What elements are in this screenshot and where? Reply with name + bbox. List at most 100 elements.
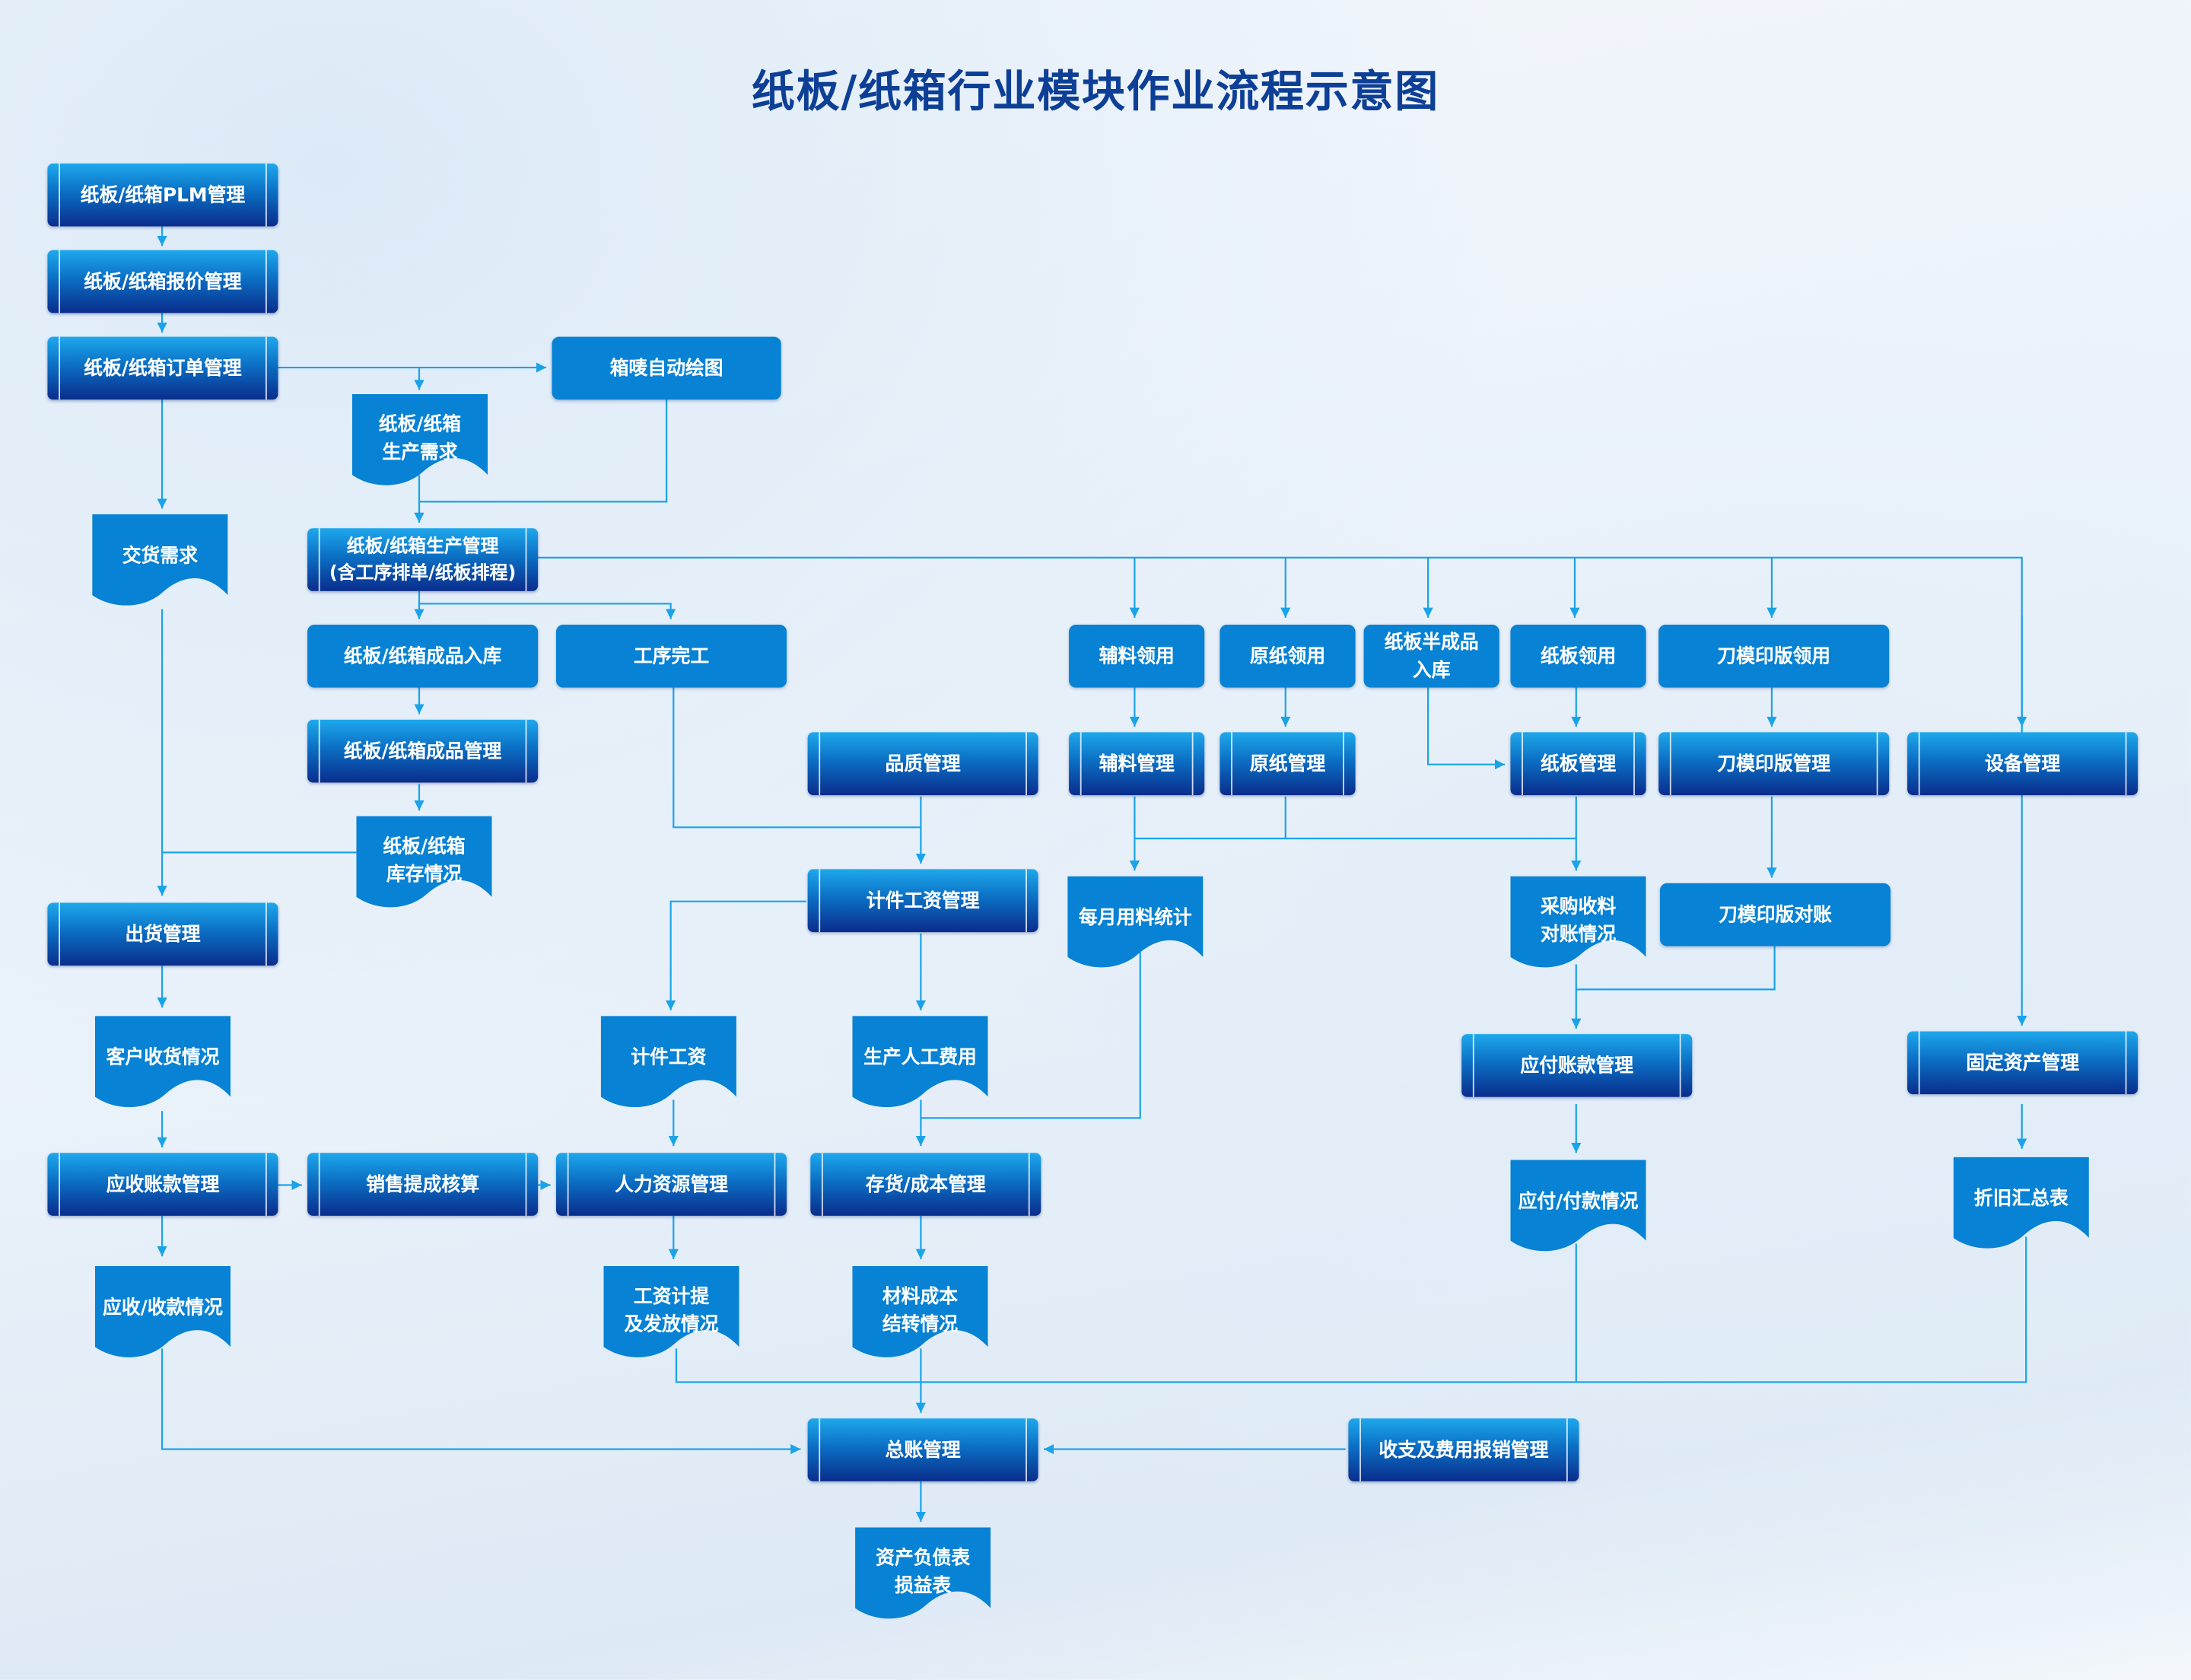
doc-purchase-reconciliation[interactable]: 采购收料对账情况: [1510, 876, 1646, 972]
node-semi-finished-inbound[interactable]: 纸板半成品入库: [1363, 625, 1499, 688]
doc-label-line2: 对账情况: [1540, 924, 1617, 947]
node-finished-goods-management[interactable]: 纸板/纸箱成品管理: [307, 719, 539, 783]
node-fixed-assets[interactable]: 固定资产管理: [1907, 1031, 2139, 1095]
node-label-line1: 纸板/纸箱生产管理: [346, 536, 499, 557]
document-shape-icon: [92, 514, 228, 606]
doc-financial-statements[interactable]: 资产负债表损益表: [855, 1527, 991, 1623]
node-accounts-payable[interactable]: 应付账款管理: [1461, 1034, 1693, 1097]
document-shape-icon: [351, 393, 488, 485]
doc-payable-status[interactable]: 应付/付款情况: [1510, 1160, 1646, 1255]
document-shape-icon: [94, 1016, 231, 1108]
node-quote-management[interactable]: 纸板/纸箱报价管理: [47, 250, 278, 313]
doc-monthly-material-stats[interactable]: 每月用料统计: [1067, 876, 1204, 972]
node-label: 刀模印版对账: [1719, 903, 1832, 926]
node-label: 刀模印版领用: [1717, 644, 1831, 668]
node-sales-commission[interactable]: 销售提成核算: [307, 1153, 539, 1216]
node-label: 计件工资管理: [866, 889, 980, 912]
document-shape-icon: [1953, 1157, 2089, 1249]
document-shape-icon: [852, 1266, 988, 1357]
document-shape-icon: [855, 1527, 991, 1619]
node-hr-management[interactable]: 人力资源管理: [556, 1153, 787, 1216]
node-label: 箱唛自动绘图: [609, 357, 723, 380]
node-label: 纸板/纸箱PLM管理: [80, 183, 246, 206]
node-finished-goods-inbound[interactable]: 纸板/纸箱成品入库: [307, 625, 539, 688]
doc-production-demand[interactable]: 纸板/纸箱生产需求: [351, 393, 488, 489]
node-general-ledger[interactable]: 总账管理: [807, 1418, 1038, 1481]
node-label: 应付账款管理: [1520, 1054, 1634, 1077]
doc-wage-accrual[interactable]: 工资计提及发放情况: [603, 1266, 739, 1361]
node-board-management[interactable]: 纸板管理: [1510, 732, 1646, 796]
node-die-plate-reconciliation[interactable]: 刀模印版对账: [1659, 883, 1891, 947]
document-shape-icon: [1510, 876, 1646, 968]
doc-label-line2: 生产需求: [382, 441, 458, 464]
node-expense-management[interactable]: 收支及费用报销管理: [1348, 1418, 1579, 1481]
doc-piece-wage[interactable]: 计件工资: [600, 1016, 736, 1111]
node-label-line1: 纸板半成品: [1384, 631, 1479, 654]
doc-label-line2: 库存情况: [386, 864, 463, 886]
node-label: 纸板/纸箱报价管理: [84, 270, 242, 293]
node-label: 纸板/纸箱订单管理: [84, 357, 242, 380]
node-board-issue[interactable]: 纸板领用: [1510, 625, 1646, 688]
doc-label: 应收/收款情况: [103, 1297, 223, 1319]
doc-label: 计件工资: [631, 1046, 707, 1070]
node-base-paper-management[interactable]: 原纸管理: [1220, 732, 1356, 796]
page-title: 纸板/纸箱行业模块作业流程示意图: [751, 67, 1440, 118]
node-production-management[interactable]: 纸板/纸箱生产管理(含工序排单/纸板排程): [307, 528, 539, 591]
node-equipment-management[interactable]: 设备管理: [1907, 732, 2139, 796]
node-base-paper-issue[interactable]: 原纸领用: [1220, 625, 1356, 688]
node-die-plate-management[interactable]: 刀模印版管理: [1658, 732, 1890, 796]
node-label-line2: 入库: [1412, 659, 1451, 682]
node-label: 原纸管理: [1249, 752, 1326, 775]
doc-material-cost-transfer[interactable]: 材料成本结转情况: [852, 1266, 988, 1361]
node-quality-management[interactable]: 品质管理: [807, 732, 1038, 796]
doc-label-line1: 纸板/纸箱: [383, 835, 466, 858]
document-shape-icon: [852, 1016, 988, 1108]
doc-customer-receipt[interactable]: 客户收货情况: [94, 1016, 231, 1111]
doc-label-line2: 结转情况: [882, 1313, 959, 1336]
node-order-management[interactable]: 纸板/纸箱订单管理: [47, 336, 278, 400]
node-shipping-management[interactable]: 出货管理: [47, 902, 278, 966]
doc-label: 客户收货情况: [106, 1046, 220, 1070]
node-label: 应收账款管理: [106, 1172, 220, 1196]
node-marking-auto-drawing[interactable]: 箱唛自动绘图: [552, 336, 781, 400]
node-piece-wage-management[interactable]: 计件工资管理: [807, 869, 1038, 933]
doc-label-line2: 及发放情况: [624, 1313, 719, 1336]
doc-label: 交货需求: [122, 545, 198, 568]
doc-label-line1: 工资计提: [633, 1285, 710, 1309]
node-aux-material-issue[interactable]: 辅料领用: [1069, 625, 1205, 688]
doc-label-line1: 材料成本: [882, 1285, 959, 1309]
document-shape-icon: [600, 1016, 736, 1108]
node-accounts-receivable[interactable]: 应收账款管理: [47, 1153, 278, 1216]
node-aux-material-management[interactable]: 辅料管理: [1069, 732, 1205, 796]
node-die-plate-issue[interactable]: 刀模印版领用: [1658, 625, 1890, 688]
document-shape-icon: [94, 1266, 231, 1357]
doc-labor-cost[interactable]: 生产人工费用: [852, 1016, 988, 1111]
node-label: 纸板管理: [1540, 752, 1617, 775]
node-label: 纸板/纸箱成品管理: [343, 740, 502, 762]
node-label: 人力资源管理: [615, 1172, 728, 1196]
doc-label-line2: 损益表: [894, 1574, 952, 1598]
node-label: 存货/成本管理: [865, 1172, 986, 1196]
document-shape-icon: [603, 1266, 739, 1357]
node-process-completion[interactable]: 工序完工: [556, 625, 787, 688]
node-label: 纸板/纸箱成品入库: [343, 644, 502, 668]
doc-depreciation-summary[interactable]: 折旧汇总表: [1953, 1157, 2089, 1252]
doc-label: 生产人工费用: [863, 1046, 977, 1070]
document-shape-icon: [1067, 876, 1204, 968]
node-label: 工序完工: [633, 644, 710, 668]
doc-label-line1: 采购收料: [1540, 896, 1617, 918]
node-label: 出货管理: [125, 923, 201, 946]
doc-receivable-status[interactable]: 应收/收款情况: [94, 1266, 231, 1361]
doc-label: 折旧汇总表: [1973, 1188, 2069, 1211]
doc-stock-status[interactable]: 纸板/纸箱库存情况: [356, 816, 492, 912]
node-label: 设备管理: [1985, 752, 2061, 775]
node-label: 原纸领用: [1249, 644, 1326, 668]
doc-delivery-demand[interactable]: 交货需求: [92, 514, 228, 609]
node-label: 销售提成核算: [366, 1172, 479, 1196]
node-label: 辅料管理: [1099, 752, 1175, 775]
node-plm-management[interactable]: 纸板/纸箱PLM管理: [47, 163, 278, 227]
document-shape-icon: [356, 816, 492, 908]
node-inventory-cost-management[interactable]: 存货/成本管理: [810, 1153, 1041, 1216]
